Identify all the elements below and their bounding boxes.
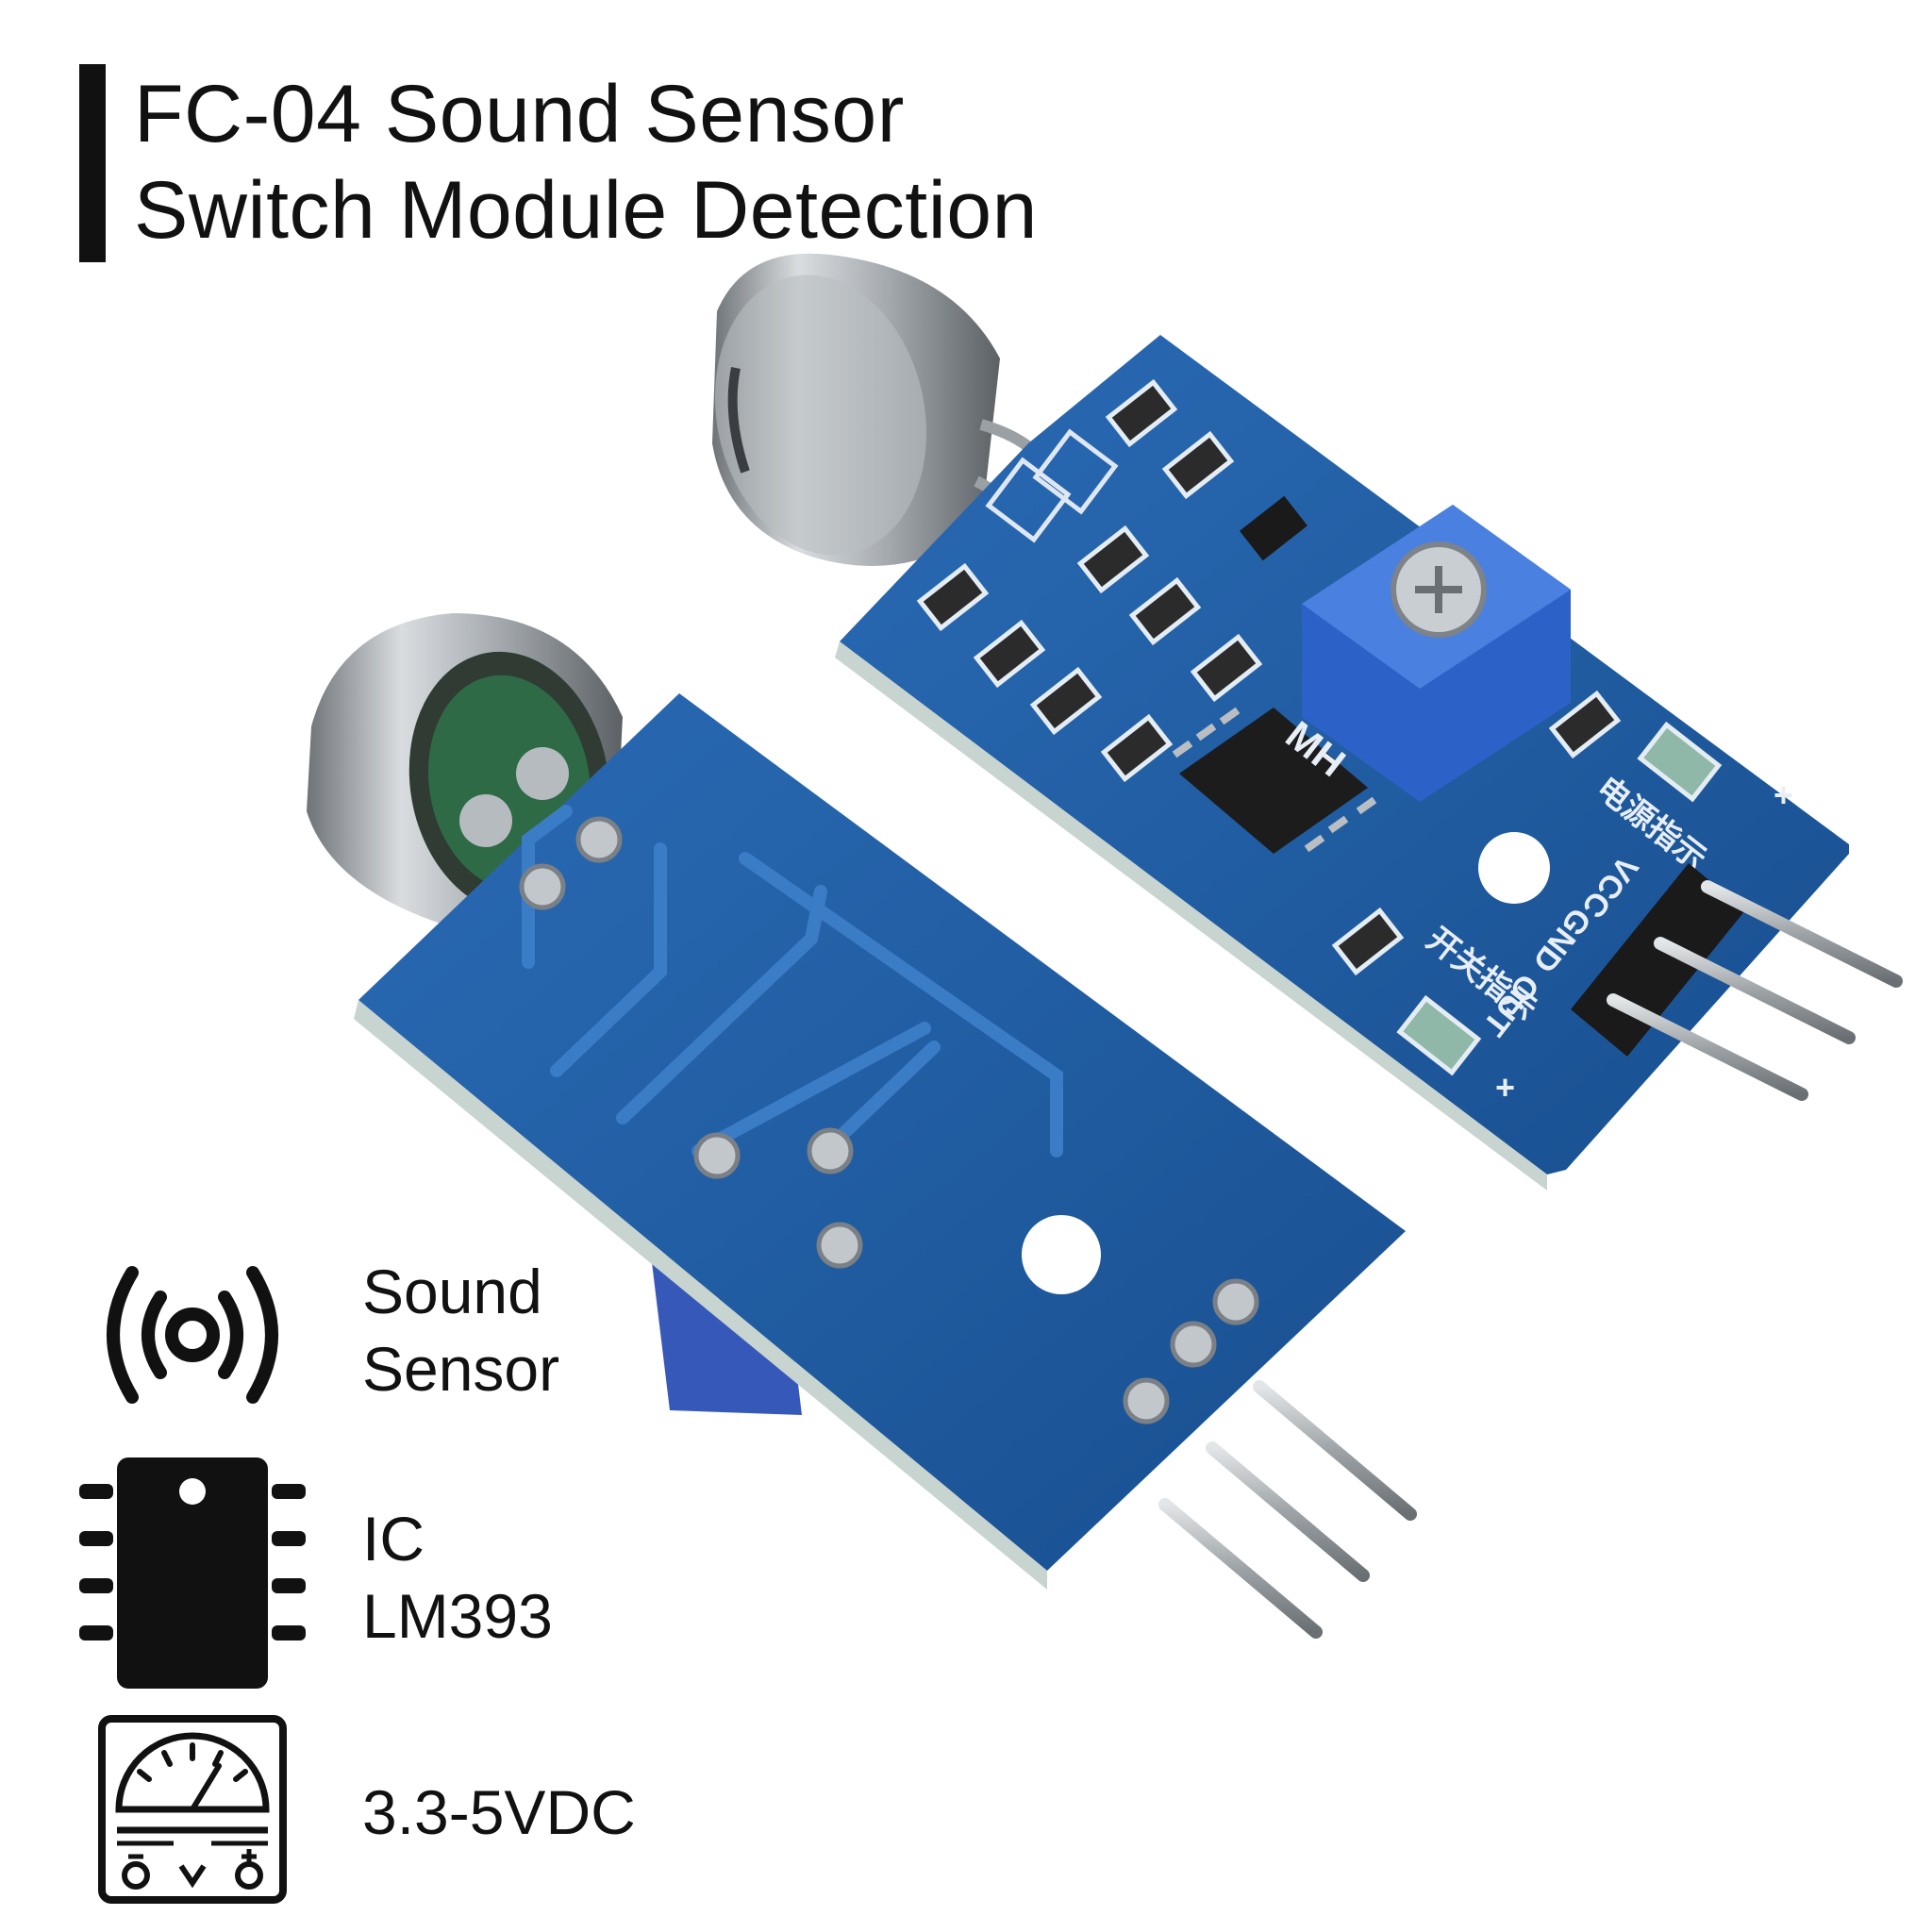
feature-ic-line1: IC	[362, 1504, 425, 1574]
feature-voltage-line1: 3.3-5VDC	[362, 1777, 636, 1847]
page-title: FC-04 Sound Sensor Switch Module Detecti…	[134, 66, 1038, 258]
label-plus-bottom: +	[1495, 1068, 1515, 1107]
led-indicators	[1396, 721, 1723, 1076]
microphone-capsule-top	[712, 253, 1000, 566]
header-pins-top	[1571, 863, 1903, 1101]
back-sensor-board	[307, 613, 1417, 1639]
title-line-2: Switch Module Detection	[134, 165, 1038, 256]
feature-ic-line2: LM393	[362, 1581, 553, 1651]
front-sensor-board: MH 电源指示 开关指示 VCC GND OUT + +	[712, 253, 1903, 1191]
header-pins-bottom	[1158, 1380, 1417, 1639]
feature-sound-sensor: Sound Sensor	[362, 1253, 559, 1407]
feature-voltage: 3.3-5VDC	[362, 1774, 636, 1851]
label-plus-top: +	[1774, 775, 1793, 814]
title-line-1: FC-04 Sound Sensor	[134, 69, 905, 159]
voltmeter-icon	[98, 1715, 287, 1904]
title-accent-bar	[79, 64, 106, 262]
ic-chip-icon	[79, 1457, 306, 1689]
potentiometer	[1302, 505, 1571, 802]
lm393-chip	[1172, 707, 1377, 854]
sound-waves-icon	[107, 1266, 278, 1404]
feature-sound-sensor-line2: Sensor	[362, 1334, 560, 1404]
feature-sound-sensor-line1: Sound	[362, 1257, 542, 1326]
feature-ic: IC LM393	[362, 1500, 553, 1655]
